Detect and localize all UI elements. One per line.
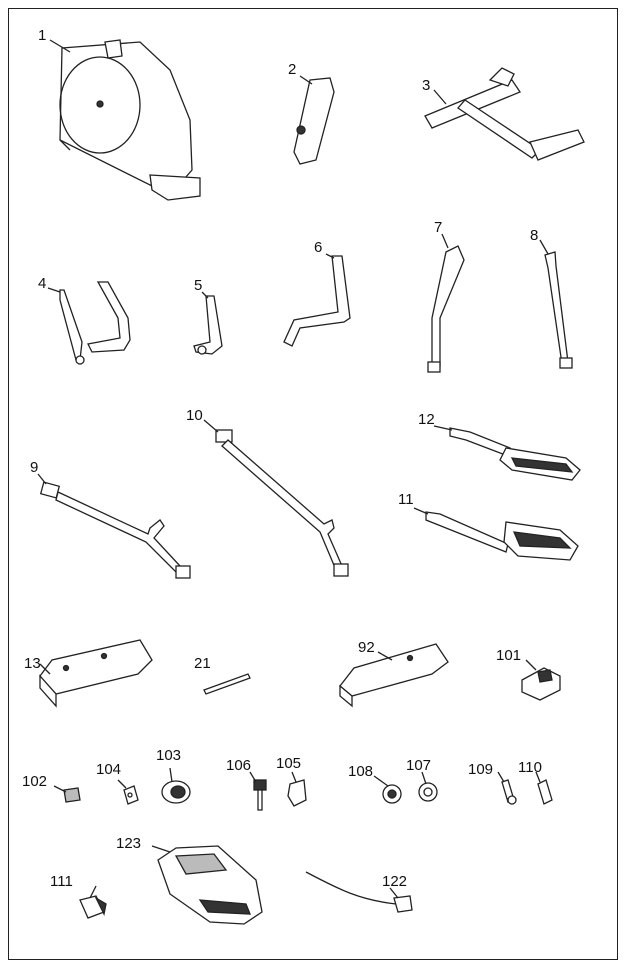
bracket-small-drawing (287, 779, 307, 807)
console-mast-drawing (293, 77, 335, 165)
right-pedal-drawing (449, 427, 581, 481)
label-part-13: 13 (24, 655, 41, 672)
label-part-105: 105 (276, 755, 302, 772)
left-cover-drawing (39, 639, 153, 708)
knob-drawing (253, 779, 267, 811)
label-part-108: 108 (348, 763, 374, 780)
label-part-92: 92 (358, 639, 375, 656)
washer-drawing (382, 784, 402, 804)
bracket-drawing (193, 295, 223, 355)
label-part-103: 103 (156, 747, 182, 764)
label-part-101: 101 (496, 647, 522, 664)
sensor-cable-drawing (305, 871, 413, 913)
console-drawing (157, 845, 263, 925)
label-part-2: 2 (288, 61, 297, 78)
label-part-4: 4 (38, 275, 47, 292)
connector-drawing (79, 895, 107, 919)
left-pedal-drawing (425, 511, 579, 561)
leader-lines (37, 39, 549, 899)
left-pedal-tube-drawing (39, 481, 191, 579)
label-part-8: 8 (530, 227, 539, 244)
rod-drawing (203, 673, 251, 695)
left-arm-drawing (427, 245, 465, 373)
bolt-drawing (501, 779, 517, 805)
label-part-106: 106 (226, 757, 252, 774)
label-part-6: 6 (314, 239, 323, 256)
label-part-12: 12 (418, 411, 435, 428)
end-cap-drawing (521, 667, 561, 701)
label-part-104: 104 (96, 761, 122, 778)
ring-drawing (418, 782, 438, 802)
label-part-107: 107 (406, 757, 432, 774)
label-part-7: 7 (434, 219, 443, 236)
label-part-109: 109 (468, 761, 494, 778)
label-part-3: 3 (422, 77, 431, 94)
small-cap-drawing (63, 787, 81, 803)
clip-drawing (123, 785, 139, 805)
label-part-123: 123 (116, 835, 142, 852)
label-part-122: 122 (382, 873, 408, 890)
handlebar-drawing (59, 281, 131, 365)
main-frame-drawing (59, 39, 201, 201)
label-part-9: 9 (30, 459, 39, 476)
right-pedal-tube-drawing (215, 429, 349, 577)
label-part-102: 102 (22, 773, 48, 790)
right-arm-drawing (544, 251, 573, 369)
right-cover-drawing (339, 643, 449, 708)
label-part-10: 10 (186, 407, 203, 424)
rear-stabilizer-drawing (424, 67, 585, 161)
label-part-1: 1 (38, 27, 47, 44)
label-part-5: 5 (194, 277, 203, 294)
handle-post-drawing (283, 255, 351, 347)
bolt-2-drawing (537, 779, 553, 805)
label-part-21: 21 (194, 655, 211, 672)
label-part-110: 110 (518, 759, 542, 776)
bushing-drawing (161, 780, 191, 804)
label-part-11: 11 (398, 491, 414, 508)
label-part-111: 111 (50, 873, 73, 890)
